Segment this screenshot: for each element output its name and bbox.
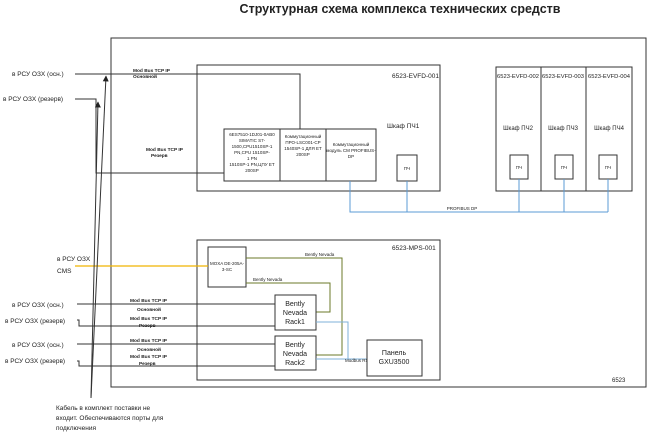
cpu-module-box: [223, 128, 281, 182]
link-rack2-main-1: Mod Bus TCP IP: [130, 338, 168, 344]
left-label-cms-2: CMS: [57, 268, 72, 275]
cpu-line: 6ES7510-1DJ01-0AB0: [229, 132, 275, 137]
rack1-box: [274, 294, 317, 331]
bently-links: [246, 257, 343, 356]
panel-line: GXU3500: [379, 359, 410, 366]
bottom-unit-frame: [196, 239, 441, 381]
link-rack1-main-1: Mod Bus TCP IP: [130, 298, 168, 304]
footnote-arrow-2: [90, 101, 101, 399]
left-label-cms-1: в РСУ ОЗХ: [57, 256, 91, 263]
cabinet-pf2-label: 6523-EVFD-002: [497, 74, 539, 80]
bently-link-label-2: Bently Nevada: [253, 277, 283, 282]
pf-box-2-label: ПЧ: [516, 165, 522, 170]
outer-frame: [110, 37, 647, 388]
moxa-line: MOXA DE-205A-: [210, 261, 245, 266]
link-top-reserve-2: Резерв: [151, 153, 168, 159]
pf-box-1-label: ПЧ: [404, 166, 410, 171]
outer-frame-label: 6523: [612, 378, 626, 384]
cabinet-pf2-name: Шкаф ПЧ2: [503, 126, 534, 132]
left-label-rack1-main: в РСУ ОЗХ (осн.): [12, 302, 64, 309]
top-unit-frame: [196, 64, 441, 192]
rack2-line: Nevada: [283, 351, 307, 358]
pb-line: DP: [348, 154, 354, 159]
rack1-line: Rack1: [285, 319, 305, 326]
rack1-line: Bently: [285, 301, 305, 308]
link-rack2-reserve-1: Mod Bus TCP IP: [130, 354, 168, 360]
footnote-line-1: Кабель в комплект поставки не: [56, 404, 151, 412]
cabinet-pf4: [585, 66, 633, 192]
pb-line: модуль CM PROFIBUS-: [326, 148, 376, 153]
modbus-rs485-label: Modbus RS-485: [345, 358, 378, 363]
profibus-module-box: [325, 128, 377, 182]
pb-line: Коммутационный: [333, 141, 370, 147]
profibus-label: PROFIBUS DP: [447, 206, 478, 211]
rack2-line: Bently: [285, 342, 305, 349]
cabinet-pf4-label: 6523-EVFD-004: [588, 74, 631, 80]
link-rack1-main-2: Основной: [137, 306, 161, 313]
link-labels: Mod Bus TCP IP Основной Mod Bus TCP IP Р…: [130, 68, 184, 367]
cpu-line: 1510SP-1 PN,ЦПУ ЕТ: [229, 162, 274, 167]
cpu-line: SIMATIC S7-: [239, 138, 266, 143]
profibus-module-text: Коммутационный модуль CM PROFIBUS- DP: [326, 141, 376, 159]
pf-box-4-label: ПЧ: [605, 165, 611, 170]
left-label-rack2-main: в РСУ ОЗХ (осн.): [12, 342, 64, 349]
modbus-rs485-links: [316, 321, 367, 360]
link-rack1-reserve-1: Mod Bus TCP IP: [130, 316, 168, 322]
bottom-unit-label: 6523-MPS-001: [392, 245, 436, 252]
link-rack2-reserve-2: Резерв: [139, 361, 156, 367]
moxa-box: [207, 246, 247, 288]
ext-links: [75, 73, 301, 367]
top-unit-label: 6523-EVFD-001: [392, 73, 439, 80]
comm-module-box: [279, 128, 327, 182]
left-label-rack1-reserve: в РСУ ОЗХ (резерв): [5, 318, 65, 325]
link-top-reserve-1: Mod Bus TCP IP: [146, 147, 184, 153]
footnote-arrow-1: [90, 75, 109, 399]
comm-line: 1540SP-1 ДЛЯ ЕТ: [284, 146, 322, 151]
profibus-bus: [349, 179, 609, 213]
moxa-line: 3-SC: [222, 267, 233, 272]
footnote-line-3: подключения: [56, 425, 96, 432]
cpu-line: 200SP: [245, 168, 259, 173]
left-label-rack2-reserve: в РСУ ОЗХ (резерв): [5, 358, 65, 365]
footnote-line-2: входит. Обеспечиваются порты для: [56, 414, 164, 422]
cabinet-pf4-name: Шкаф ПЧ4: [594, 126, 625, 132]
link-top-main-2: Основной: [133, 73, 157, 80]
panel-line: Панель: [382, 350, 407, 357]
bently-link-label-1: Bently Nevada: [305, 252, 335, 257]
cpu-line: PN,CPU 1510SP-: [234, 150, 270, 155]
panel-box: [366, 339, 423, 377]
rack2-line: Rack2: [285, 360, 305, 367]
cpu-line: 1 PN: [247, 156, 257, 161]
top-unit-cabinet: Шкаф ПЧ1: [387, 123, 420, 130]
left-label-top-main: в РСУ ОЗХ (осн.): [12, 71, 64, 78]
link-rack2-main-2: Основной: [137, 346, 161, 353]
left-label-top-reserve: в РСУ ОЗХ (резерв): [3, 96, 63, 103]
rack1-line: Nevada: [283, 310, 307, 317]
link-rack1-reserve-2: Резерв: [139, 323, 156, 329]
comm-module-text: Коммутационный ПРО-LSC001-CP 1540SP-1 ДЛ…: [284, 133, 322, 157]
comm-line: ПРО-LSC001-CP: [285, 140, 320, 145]
comm-line: 200SP: [296, 152, 310, 157]
rack2-box: [274, 335, 317, 371]
link-top-main-1: Mod Bus TCP IP: [133, 68, 171, 74]
cabinet-pf3-label: 6523-EVFD-003: [542, 74, 584, 80]
comm-line: Коммутационный: [285, 133, 322, 139]
cpu-line: 1500,CPU1510SP-1: [232, 144, 273, 149]
cabinet-pf3-name: Шкаф ПЧ3: [548, 126, 579, 132]
diagram-title: Структурная схема комплекса технических …: [240, 2, 561, 16]
pf-box-3-label: ПЧ: [561, 165, 567, 170]
cpu-module-text: 6ES7510-1DJ01-0AB0 SIMATIC S7- 1500,CPU1…: [229, 132, 275, 173]
